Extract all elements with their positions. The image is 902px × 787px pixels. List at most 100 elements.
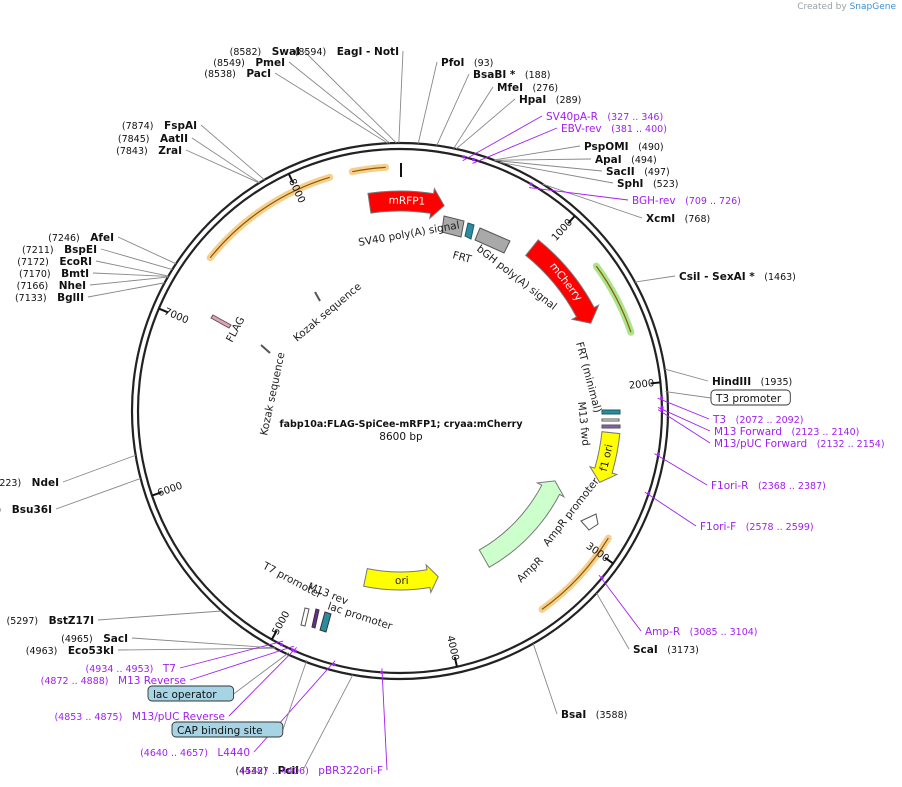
feature-arrow-ori — [363, 563, 439, 595]
leader-zrai — [185, 149, 260, 184]
tick-label: 7000 — [162, 306, 190, 326]
label-t7-promoter: T7 promoter — [260, 560, 325, 602]
enzyme-site-ndei: (6223) NdeI — [0, 477, 59, 489]
primer-mark-m13-puc-reverse — [293, 649, 297, 653]
tick-label: 2000 — [628, 378, 655, 392]
leader-bsabi — [436, 73, 470, 146]
enzyme-site-fspai: (7874) FspAI — [122, 120, 197, 132]
enzyme-site-aatii: (7845) AatII — [118, 133, 188, 145]
primer-leader-f1ori-f — [644, 491, 697, 527]
label-kozak-1: Kozak sequence — [291, 281, 364, 345]
enzyme-site-bglii: (7133) BglII — [15, 292, 84, 304]
enzyme-site-afei: (7246) AfeI — [48, 232, 114, 244]
leader-lines — [55, 50, 712, 771]
feature-label-mrfp1: mRFP1 — [388, 195, 425, 208]
enzyme-site-mfei: MfeI (276) — [497, 82, 558, 94]
leader-csii — [634, 275, 676, 283]
t3-promoter-glyph — [601, 424, 621, 429]
bgh-polya-glyph — [474, 227, 511, 254]
box-label-t3-promoter: T3 promoter — [715, 393, 782, 405]
enzyme-site-bsabi: BsaBI * (188) — [473, 69, 550, 81]
primer-site-pbr322ori-f: (4387 .. 4406) pBR322ori-F — [241, 765, 383, 777]
leader-bstz17i — [97, 610, 222, 621]
primer-leader-l4440 — [253, 660, 336, 753]
m13-fwd-glyph — [601, 418, 620, 422]
primer-leader-m13-puc-forward — [657, 409, 711, 444]
leader-eco53ki — [117, 647, 276, 651]
flag-glyph — [210, 314, 232, 329]
primer-site-m13-puc-forward: M13/pUC Forward (2132 .. 2154) — [714, 438, 885, 450]
feature-label-ori: ori — [395, 575, 409, 587]
enzyme-site-scai: ScaI (3173) — [633, 644, 699, 656]
primer-site-l4440: (4640 .. 4657) L4440 — [140, 747, 250, 759]
leader-xcmi — [542, 183, 643, 219]
snapgene-brand: SnapGene — [849, 2, 896, 12]
plasmid-length: 8600 bp — [379, 431, 423, 443]
kozak-glyph-1 — [314, 291, 321, 302]
leader-afei — [117, 236, 177, 265]
kozak-glyph-2 — [260, 344, 271, 354]
feature-arrow-ampr — [478, 480, 566, 569]
enzyme-site-bsu36i: (6102) Bsu36I — [0, 504, 52, 516]
label-ampr: AmpR — [515, 555, 546, 585]
leader-bmti — [92, 272, 169, 277]
enzyme-site-bspei: (7211) BspEI — [22, 244, 97, 256]
orf-highlight-core-3 — [595, 265, 632, 333]
box-leader-lac-operator — [233, 652, 290, 695]
enzyme-site-pmei: (8549) PmeI — [213, 57, 285, 69]
tick-label: 4000 — [444, 635, 460, 662]
box-leader-cap-binding-site — [282, 659, 308, 731]
feature-label-f1-ori: f1 ori — [598, 443, 616, 472]
leader-hindiii — [664, 368, 709, 382]
primer-site-m13-forward: M13 Forward (2123 .. 2140) — [714, 426, 859, 438]
enzyme-site-sacii: SacII (497) — [606, 166, 670, 178]
box-label-lac-operator: lac operator — [153, 689, 217, 701]
enzyme-site-bmti: (7170) BmtI — [19, 268, 89, 280]
primer-mark-ebv-rev — [472, 157, 476, 162]
primer-leader-m13-forward — [657, 407, 711, 432]
t7-promoter-glyph — [300, 607, 310, 627]
enzyme-site-ecori: (7172) EcoRI — [17, 256, 92, 268]
primer-mark-f1ori-r — [656, 452, 661, 456]
leader-mfei — [453, 86, 494, 149]
leader-hpai — [455, 98, 516, 150]
leader-ecori — [95, 260, 169, 277]
primer-site-bgh-rev: BGH-rev (709 .. 726) — [632, 195, 741, 207]
orf-highlights — [206, 163, 635, 613]
tick-mark — [287, 173, 294, 184]
primer-site-m13-puc-reverse: (4853 .. 4875) M13/pUC Reverse — [54, 711, 225, 723]
enzyme-site-swai: (8582) SwaI — [230, 46, 300, 58]
label-flag: FLAG — [224, 315, 247, 345]
primer-leader-bgh-rev — [528, 187, 629, 201]
primer-mark-amp-r — [600, 576, 604, 580]
primer-mark-sv40pa-r — [462, 155, 466, 159]
label-m13-fwd: M13 fwd — [575, 401, 592, 447]
tick-mark — [567, 215, 576, 224]
primer-mark-m13-puc-forward — [660, 408, 664, 412]
leader-sphi — [499, 161, 614, 184]
enzyme-site-sphi: SphI (523) — [617, 178, 679, 190]
sv40-polya-glyph — [441, 215, 465, 238]
primer-leader-t7 — [179, 640, 284, 669]
primer-mark-m13-reverse — [290, 648, 294, 652]
enzyme-site-csii: CsiI - SexAI * (1463) — [679, 271, 796, 283]
enzyme-site-xcmi: XcmI (768) — [646, 213, 710, 225]
tick-label: 6000 — [156, 481, 184, 500]
box-t3-promoter — [710, 389, 791, 406]
enzyme-site-paci: (8538) PacI — [204, 68, 271, 80]
lac-promoter-glyph — [319, 611, 332, 633]
primer-mark-t7 — [279, 643, 283, 647]
leader-scai — [596, 592, 630, 650]
tick-mark — [151, 491, 162, 497]
frt-minimal-glyph — [601, 409, 621, 415]
enzyme-site-zrai: (7843) ZraI — [116, 145, 182, 157]
feature-arrow-mcherry — [524, 239, 600, 324]
primer-site-t3: T3 (2072 .. 2092) — [712, 414, 803, 426]
leader-paci — [274, 72, 389, 144]
ampr-promoter-glyph — [580, 513, 599, 531]
feature-arrow-f1-ori — [588, 431, 621, 484]
leader-apai — [494, 158, 592, 161]
primer-leader-pbr322ori-f — [381, 668, 388, 771]
